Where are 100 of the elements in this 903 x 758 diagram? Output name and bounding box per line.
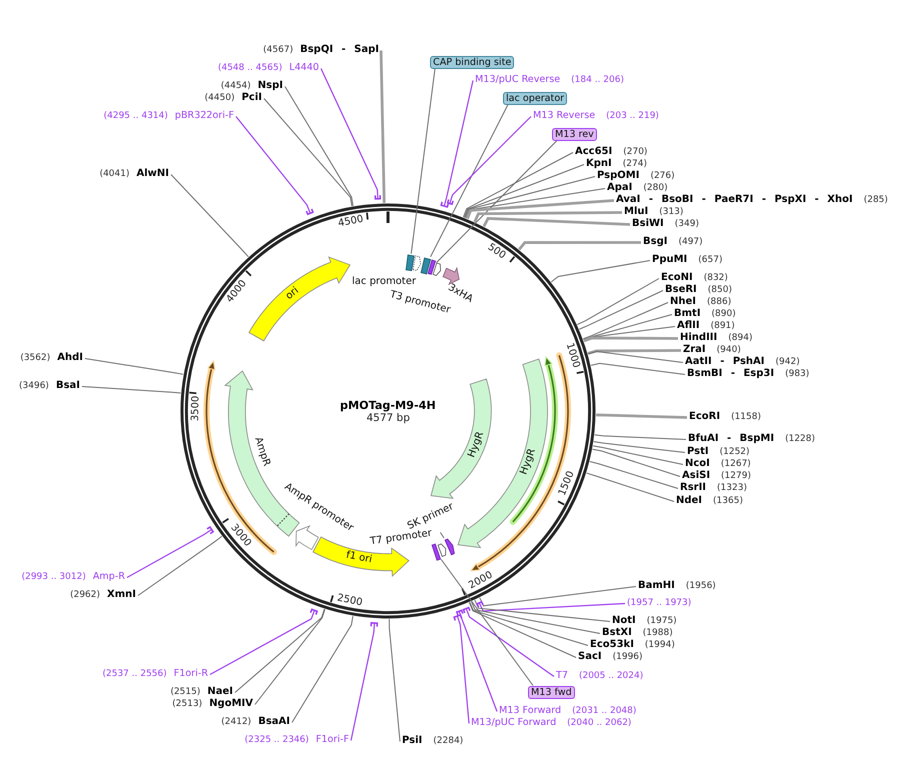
leader-line	[254, 608, 326, 705]
cut-site-position: (285)	[864, 194, 888, 206]
leader-line	[440, 558, 534, 686]
cut-site-position: (4450)	[204, 92, 235, 104]
primer-name: F1ori-F	[316, 734, 349, 746]
tag-feature	[442, 266, 460, 285]
enzyme-name: ApaI	[607, 182, 632, 194]
cut-site-position: (2412)	[221, 716, 252, 728]
promoter-feature	[437, 542, 447, 558]
feature-tag: M13 fwd	[528, 686, 575, 698]
enzyme-name: PsiI	[402, 735, 422, 747]
cut-site-position: (313)	[659, 206, 684, 218]
leader-line	[466, 608, 554, 677]
cut-site-position: (1323)	[717, 482, 747, 494]
primer-position: (1957 .. 1973)	[627, 597, 692, 609]
leader-line	[590, 362, 686, 375]
enzyme-name: EcoNI	[661, 272, 693, 284]
cut-site-position: (832)	[704, 272, 728, 284]
leader-line	[138, 536, 222, 596]
cut-site-position: (890)	[712, 308, 736, 320]
cut-site-position: (894)	[728, 332, 752, 344]
enzyme-name: PpuMI	[652, 254, 688, 266]
enzyme-name: BsaI	[56, 380, 80, 392]
cut-site-position: (280)	[643, 182, 668, 194]
cut-site-position: (1988)	[642, 627, 673, 639]
leader-line	[468, 602, 576, 658]
feature-label: HygR	[518, 447, 538, 476]
feature-arrow	[456, 358, 548, 549]
leader-line	[440, 532, 444, 538]
primer-name: L4440	[289, 62, 319, 74]
cut-site-position: (1994)	[644, 639, 675, 651]
primer-position: (2031 .. 2048)	[572, 705, 636, 717]
cut-site-position: (657)	[698, 254, 722, 266]
enzyme-name: AflII	[677, 320, 700, 332]
enzyme-name: BseRI	[665, 284, 697, 296]
enzyme-name: AatII - PshAI	[685, 356, 765, 368]
enzyme-name: BfuAI - BspMI	[688, 433, 774, 445]
cut-site-position: (1279)	[721, 470, 751, 482]
primer-name: pBR322ori-F	[174, 110, 234, 122]
leader-line	[596, 414, 688, 419]
enzyme-name: PciI	[242, 92, 262, 104]
enzyme-name: AvaI - BsoBI - PaeR7I - PspXI - XhoI	[616, 194, 853, 206]
leader-line	[170, 174, 249, 258]
primer-position: (2005 .. 2024)	[578, 670, 644, 682]
promoter-feature	[412, 255, 422, 272]
leader-line	[82, 386, 182, 394]
cut-site-position: (942)	[776, 356, 800, 368]
cut-site-position: (274)	[622, 158, 647, 170]
enzyme-name: BsaAI	[258, 716, 290, 728]
leader-line	[436, 140, 558, 264]
enzyme-name: BsmBI - Esp3I	[687, 368, 774, 380]
cut-site-position: (1975)	[646, 615, 677, 627]
leader-line	[576, 278, 660, 326]
enzyme-name: SacI	[578, 651, 602, 663]
cut-site-position: (940)	[716, 344, 741, 356]
feature-label: lac promoter	[352, 276, 416, 288]
cut-site-position: (891)	[710, 320, 735, 332]
leader-line	[456, 616, 470, 724]
primer-site	[426, 259, 436, 276]
promoter-feature	[432, 262, 442, 276]
leader-line	[470, 601, 600, 634]
enzyme-name: BsiWI	[632, 218, 664, 230]
enzyme-name: BmtI	[674, 308, 701, 320]
feature-arrow	[248, 256, 352, 342]
enzyme-name: Acc65I	[575, 146, 612, 158]
leader-line	[583, 336, 678, 342]
leader-line	[410, 68, 436, 254]
feature-label: HygR	[466, 430, 487, 460]
primer-name: M13/pUC Forward	[471, 717, 556, 729]
cut-site-position: (4567)	[263, 44, 294, 56]
enzyme-name: NgoMIV	[209, 698, 253, 710]
cut-site-position: (886)	[707, 296, 732, 308]
leader-line	[518, 241, 641, 250]
leader-line	[473, 211, 622, 222]
leader-line	[210, 610, 316, 676]
enzyme-name: RsrII	[680, 482, 706, 494]
cut-site-position: (4454)	[220, 80, 251, 92]
primer-position: (203 .. 219)	[606, 110, 659, 122]
feature-site	[404, 254, 416, 272]
primer-name: M13 Reverse	[533, 110, 596, 122]
primer-name: M13/pUC Reverse	[475, 74, 560, 86]
feature-tag: lac operator	[503, 92, 568, 104]
primer-site	[430, 543, 442, 562]
enzyme-name: BstXI	[602, 627, 632, 639]
enzyme-name: AsiSI	[682, 470, 710, 482]
enzyme-name: NcoI	[685, 458, 710, 470]
primer-position: (2040 .. 2062)	[567, 717, 632, 729]
leader-line	[474, 600, 610, 622]
leader-line	[234, 608, 325, 693]
primer-position: (4548 .. 4565)	[218, 62, 282, 74]
leader-line	[464, 164, 584, 218]
cut-site-position: (1956)	[686, 580, 716, 592]
leader-line	[466, 188, 606, 219]
leader-line	[126, 528, 212, 578]
cut-site-position: (983)	[785, 368, 810, 380]
enzyme-name: BsgI	[643, 236, 668, 248]
enzyme-name: XmnI	[107, 589, 136, 601]
enzyme-name: NspI	[258, 80, 283, 92]
leader-line	[292, 616, 354, 723]
leader-line	[479, 586, 636, 606]
